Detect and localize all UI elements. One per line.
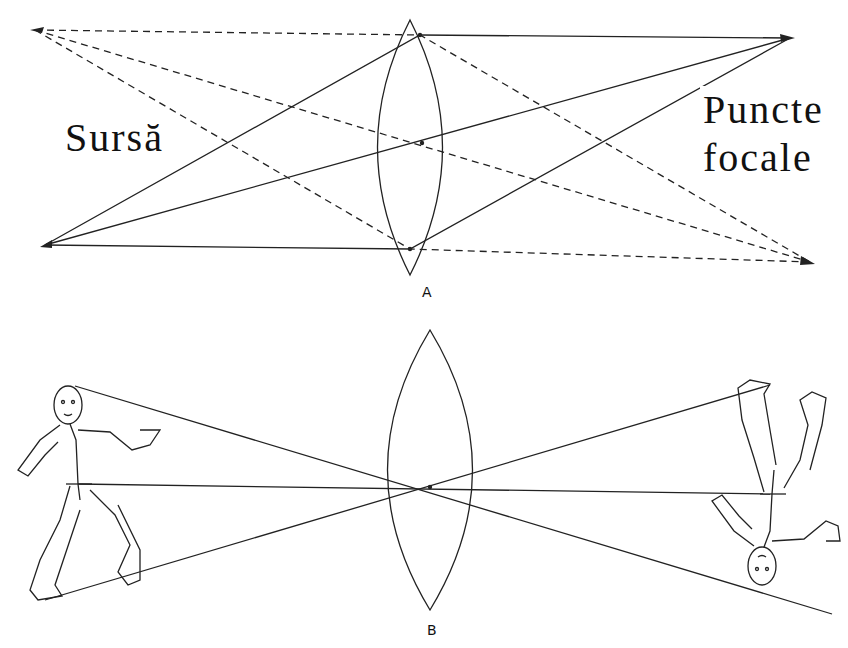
source-label: Sursă [62,114,167,162]
figure-letter: B [424,622,440,639]
convex-lens [388,330,473,610]
dashed-rays [35,30,810,262]
image-rays [45,385,832,614]
ray-points [30,27,815,265]
inverted-man [712,380,840,585]
upright-man [18,386,160,600]
focal-points-label: Puncte focale [700,86,842,182]
solid-rays [45,35,790,249]
figure-letter: A [419,284,435,301]
